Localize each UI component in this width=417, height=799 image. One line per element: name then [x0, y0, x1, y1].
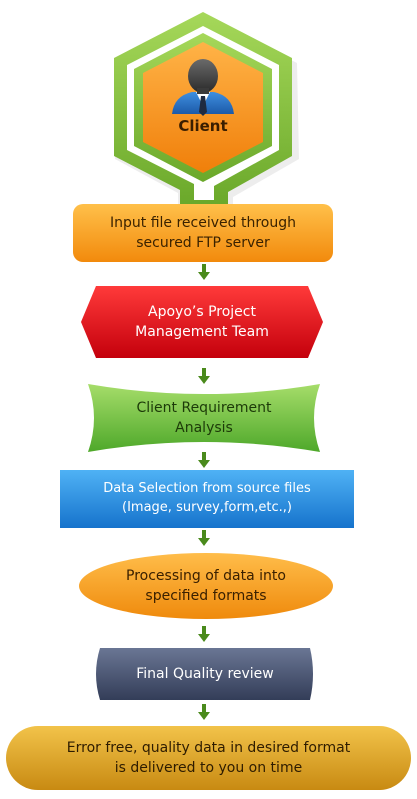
step-4-line-1: Data Selection from source files [103, 481, 311, 497]
step-3-line-1: Client Requirement [136, 399, 272, 416]
step-4-shape [60, 470, 354, 528]
step-3-shape [88, 384, 320, 452]
step-5-shape [79, 553, 333, 619]
step-6-text: Final Quality review [100, 648, 310, 700]
step-5-line-2: specified formats [145, 588, 267, 604]
arrow-2 [198, 368, 210, 384]
step-5-text: Processing of data into specified format… [90, 556, 322, 616]
step-3-line-2: Analysis [175, 420, 233, 436]
step-7-text: Error free, quality data in desired form… [16, 726, 401, 790]
step-2-text: Apoyo’s Project Management Team [96, 286, 308, 358]
step-2-line-2: Management Team [135, 324, 269, 340]
step-4-line-2: (Image, survey,form,etc.,) [122, 500, 292, 515]
arrow-3 [198, 452, 210, 468]
step-3-text: Client Requirement Analysis [100, 386, 308, 450]
step-1-line-2: secured FTP server [136, 235, 270, 251]
step-1-shape [73, 204, 333, 262]
step-4-text: Data Selection from source files (Image,… [60, 470, 354, 528]
step-1-text: Input file received through secured FTP … [73, 204, 333, 262]
step-6-shape [96, 648, 313, 700]
step-5-line-1: Processing of data into [126, 567, 286, 584]
step-7-line-1: Error free, quality data in desired form… [66, 739, 351, 756]
arrow-6 [198, 704, 210, 720]
step-1-line-1: Input file received through [110, 214, 296, 231]
arrow-1 [198, 264, 210, 280]
person-icon [172, 59, 234, 116]
step-6-line-1: Final Quality review [136, 665, 274, 682]
step-7-shape [6, 726, 411, 790]
client-hexagon [114, 12, 299, 207]
client-label: Client [178, 117, 228, 136]
step-2-shape [81, 286, 323, 358]
step-7-line-2: is delivered to you on time [114, 760, 303, 776]
arrow-4 [198, 530, 210, 546]
step-2-line-1: Apoyo’s Project [148, 303, 256, 320]
arrow-5 [198, 626, 210, 642]
